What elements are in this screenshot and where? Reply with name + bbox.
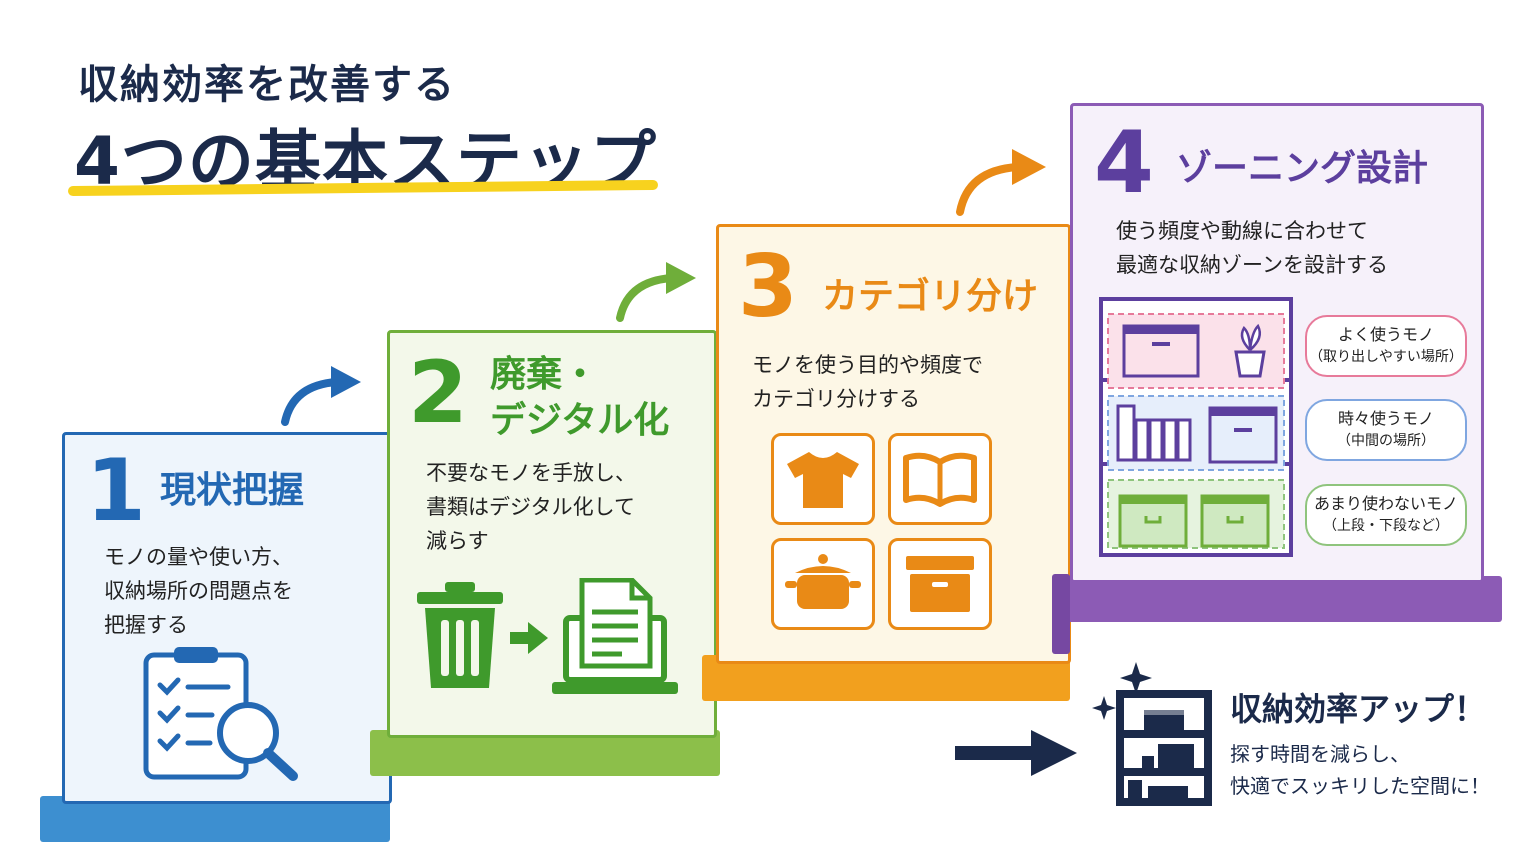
step4-number: 4 bbox=[1094, 113, 1154, 213]
arrow-step3-to-4-icon bbox=[956, 149, 1046, 216]
zone-label-rare-sub: （上段・下段など） bbox=[1323, 518, 1449, 534]
zone-label-frequent-text: よく使うモノ bbox=[1337, 325, 1434, 344]
step3-title: カテゴリ分け bbox=[822, 276, 1039, 317]
zone-label-occasional: 時々使うモノ （中間の場所） bbox=[1305, 399, 1467, 461]
step4-description: 使う頻度や動線に合わせて 最適な収納ゾーンを設計する bbox=[1116, 219, 1388, 277]
zone-label-frequent: よく使うモノ （取り出しやすい場所） bbox=[1305, 315, 1467, 377]
step3-number: 3 bbox=[738, 237, 798, 337]
step3-description: モノを使う目的や頻度で カテゴリ分けする bbox=[752, 353, 983, 411]
trash-can-icon bbox=[417, 582, 503, 688]
zone-label-occasional-sub: （中間の場所） bbox=[1337, 433, 1435, 449]
step4-base-side bbox=[1052, 574, 1070, 654]
shelf-zones-icon bbox=[1099, 297, 1293, 557]
t-shirt-icon-box bbox=[771, 433, 875, 525]
pot-icon bbox=[785, 554, 861, 609]
step2-number: 2 bbox=[408, 343, 468, 443]
result-arrow-icon bbox=[955, 730, 1077, 776]
organized-shelf-icon bbox=[1092, 662, 1212, 806]
pot-icon-box bbox=[771, 538, 875, 630]
step2-description: 不要なモノを手放し、 書類はデジタル化して 減らす bbox=[426, 461, 636, 553]
step2-title: 廃棄・ デジタル化 bbox=[490, 354, 670, 441]
zone-label-rare: あまり使わないモノ （上段・下段など） bbox=[1305, 484, 1467, 546]
book-icon bbox=[903, 452, 977, 507]
book-icon-box bbox=[888, 433, 992, 525]
arrow-step1-to-2-icon bbox=[281, 366, 361, 426]
t-shirt-icon bbox=[787, 452, 859, 508]
laptop-document-icon bbox=[552, 578, 678, 694]
clipboard-search-icon bbox=[143, 647, 298, 781]
zone-label-frequent-sub: （取り出しやすい場所） bbox=[1309, 349, 1463, 365]
storage-box-icon-box bbox=[888, 538, 992, 630]
arrow-step2-to-3-icon bbox=[616, 262, 696, 322]
storage-box-icon bbox=[906, 556, 974, 612]
step1-title: 現状把握 bbox=[160, 470, 305, 511]
title-line-1: 収納効率を改善する bbox=[78, 62, 456, 108]
step1-description: モノの量や使い方、 収納場所の問題点を 把握する bbox=[104, 545, 293, 637]
step4-base bbox=[1052, 576, 1502, 622]
zone-label-occasional-text: 時々使うモノ bbox=[1337, 409, 1434, 428]
step4-title: ゾーニング設計 bbox=[1176, 148, 1429, 189]
arrow-right-icon bbox=[510, 622, 548, 654]
result-description: 探す時間を減らし、 快適でスッキリした空間に！ bbox=[1230, 742, 1490, 798]
step1-number: 1 bbox=[86, 441, 146, 541]
result-title: 収納効率アップ！ bbox=[1230, 690, 1487, 728]
zone-label-rare-text: あまり使わないモノ bbox=[1313, 494, 1458, 513]
